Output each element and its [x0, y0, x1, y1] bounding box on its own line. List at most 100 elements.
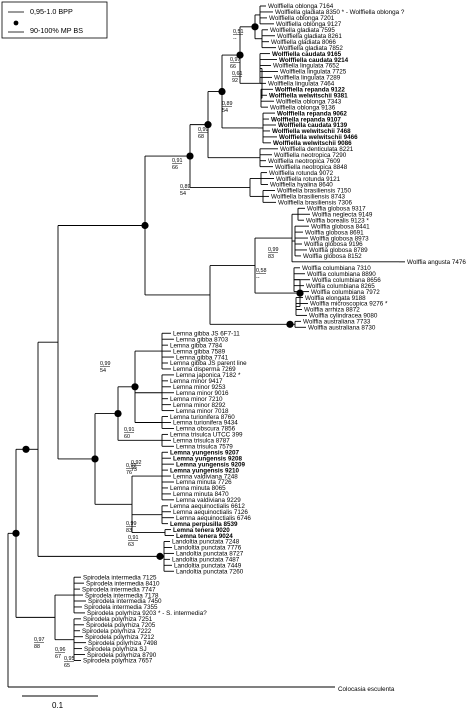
support-posterior: 0,99	[100, 361, 111, 367]
support-bootstrap: 54	[222, 108, 228, 114]
taxon-label: Lemna minor 7210	[170, 396, 223, 403]
taxon-label: Wolffiella gladiata 8066	[271, 39, 336, 46]
support-bootstrap: 73	[131, 467, 137, 473]
support-posterior: 0,99	[198, 127, 209, 133]
supported-node-dot	[186, 152, 194, 160]
taxon-label: Wolffiella repanda 9107	[271, 116, 341, 123]
support-values: 0,51--0,97660,61920,89540,99680,91660,89…	[34, 29, 279, 669]
taxon-label: Lemna valdiviana 9229	[176, 497, 241, 504]
taxon-label: Lemna gibba 7784	[170, 342, 223, 349]
supported-node-dot	[22, 445, 30, 453]
taxon-label: Wolffia microscopica 9276 *	[310, 301, 388, 308]
taxon-label: Wolffiella neotropica 8848	[275, 164, 348, 171]
taxon-label: Landoltia punctata 8727	[176, 551, 244, 558]
taxon-label: Spirodela polyrhiza 7212	[85, 634, 155, 641]
taxon-label: Spirodela intermedia 7125	[83, 574, 157, 581]
taxon-label: Wolffiella oblonga 7201	[269, 15, 335, 22]
taxon-label: Wolffia columbiana 8890	[307, 271, 376, 278]
taxon-label: Wolffiella welwitschii 9086	[273, 140, 352, 147]
supported-node-dot	[251, 23, 259, 31]
supported-node-dot	[236, 51, 244, 59]
taxon-label: Lemna minuta 8065	[170, 485, 226, 492]
taxon-label: Wolffiella lingulata 7725	[280, 69, 347, 76]
taxon-label: Spirodela polyrhiza 7657	[83, 658, 153, 665]
taxon-label: Spirodela polyrhiza 7498	[88, 640, 158, 647]
supported-node-dot	[141, 221, 149, 230]
taxon-label: Wolffiella caudata 9214	[279, 57, 349, 64]
taxon-label: Lemna valdiviana 7248	[173, 473, 238, 480]
taxon-label: Landoltia punctata 7487	[172, 557, 240, 564]
taxon-label: Spirodela polyrhiza 9203 * - S. intermed…	[87, 610, 207, 617]
taxon-label: Lemna minuta 7726	[176, 479, 232, 486]
taxon-label: Lemna yungensis 9210	[170, 467, 239, 474]
taxon-label: Lemna turionifera 9434	[173, 420, 238, 427]
support-posterior: 0,96	[55, 647, 66, 653]
taxon-label: Wolffiella lingulata 7289	[274, 75, 341, 82]
scale-bar-label: 0.1	[52, 701, 64, 710]
tree-branches	[7, 5, 405, 688]
taxon-label: Lemna tenera 9024	[176, 533, 233, 540]
taxon-label: Wolffiella caudata 9165	[272, 51, 342, 58]
taxon-label: Lemna tenera 9020	[173, 527, 230, 534]
taxon-label: Wolffia columbiana 7972	[311, 289, 380, 296]
taxon-label: Lemna minor 9253	[173, 384, 226, 391]
support-bootstrap: 65	[64, 663, 70, 669]
taxon-label: Wolffia australiana 8730	[308, 325, 376, 332]
support-bootstrap: 54	[180, 191, 186, 197]
taxon-label: Lemna minor 7018	[176, 408, 229, 415]
support-posterior: 0,99	[268, 247, 279, 253]
support-posterior: 0,61	[232, 71, 243, 77]
taxon-label: Wolffiella rotunda 9121	[276, 176, 341, 183]
taxon-label: Lemna yungensis 9209	[176, 461, 245, 468]
support-bootstrap: 67	[55, 654, 61, 660]
taxon-label: Wolffiella oblonga 9127	[276, 21, 342, 28]
taxon-label: Lemna aequinoctialis 6612	[170, 503, 245, 510]
scale-bar: 0.1	[22, 695, 98, 710]
taxon-label: Wolffiella neotropica 7290	[274, 152, 347, 159]
taxon-label: Lemna minor 9016	[176, 390, 229, 397]
taxon-label: Lemna yungensis 9207	[170, 449, 239, 456]
support-posterior: 0,89	[180, 184, 191, 190]
taxon-label: Wolffiella welwitschii 9381	[269, 92, 348, 99]
taxon-label: Spirodela polyrhiza 7222	[82, 628, 152, 635]
taxon-label: Wolffia globosa 8441	[311, 223, 370, 230]
taxon-label: Spirodela intermedia 7178	[85, 592, 159, 599]
support-bootstrap: 60	[124, 434, 130, 440]
taxon-label: Spirodela intermedia 7355	[84, 604, 158, 611]
taxon-label: Lemna aequinoctialis 6746	[176, 515, 251, 522]
taxon-label: Wolffiella welwitschii 9466	[279, 134, 358, 141]
taxon-label: Lemna aequinoctialis 7126	[173, 509, 248, 516]
support-posterior: 0,92	[131, 460, 142, 466]
taxon-label: Lemna gibba 7589	[173, 348, 226, 355]
support-bootstrap: 88	[34, 644, 40, 650]
taxon-label: Wolffiella neotropica 7609	[268, 158, 341, 165]
support-posterior: 0,91	[172, 158, 183, 164]
supported-node-dot	[286, 320, 294, 328]
taxon-label: Wolffiella lingulata 7464	[268, 81, 335, 88]
taxon-label: Wolffiella denticulata 8221	[280, 146, 354, 153]
taxon-label: Wolffiella gladiata 7595	[270, 27, 335, 34]
taxon-label: Lemna gibba 8703	[176, 336, 229, 343]
taxon-label: Wolffia columbiana 7310	[302, 265, 371, 272]
taxon-label: Wolffia globosa 9196	[304, 241, 363, 248]
taxon-label: Wolffiella gladiata 8350 * - Wolffiella …	[275, 9, 405, 16]
taxon-label: Wolffiella brasiliensis 7150	[277, 188, 351, 195]
taxon-label: Wolffia globosa 8789	[309, 247, 368, 254]
taxon-label: Spirodela intermedia 8410	[86, 580, 160, 587]
support-posterior: 0,95	[64, 656, 75, 662]
taxon-label: Wolffiella gladiata 8261	[277, 33, 342, 40]
support-bootstrap: 83	[268, 254, 274, 260]
taxon-label: Wolffiella hyalina 8640	[270, 182, 333, 189]
support-bootstrap: --	[233, 36, 237, 42]
taxon-label: Lemna obscura 7856	[176, 426, 236, 433]
supported-node-dot	[91, 455, 99, 463]
taxon-label: Wolffiella oblonga 7164	[268, 3, 334, 10]
support-posterior: 0,91	[128, 535, 139, 541]
taxon-label: Lemna trisulca 8787	[173, 438, 230, 445]
taxon-label: Lemna minor 9417	[170, 378, 223, 385]
taxon-label: Lemna japonica 7182 *	[176, 372, 241, 379]
taxon-label: Wolffiella oblonga 9136	[270, 104, 336, 111]
support-posterior: 0,99	[126, 521, 137, 527]
taxon-label: Wolffiella oblonga 7343	[276, 98, 342, 105]
